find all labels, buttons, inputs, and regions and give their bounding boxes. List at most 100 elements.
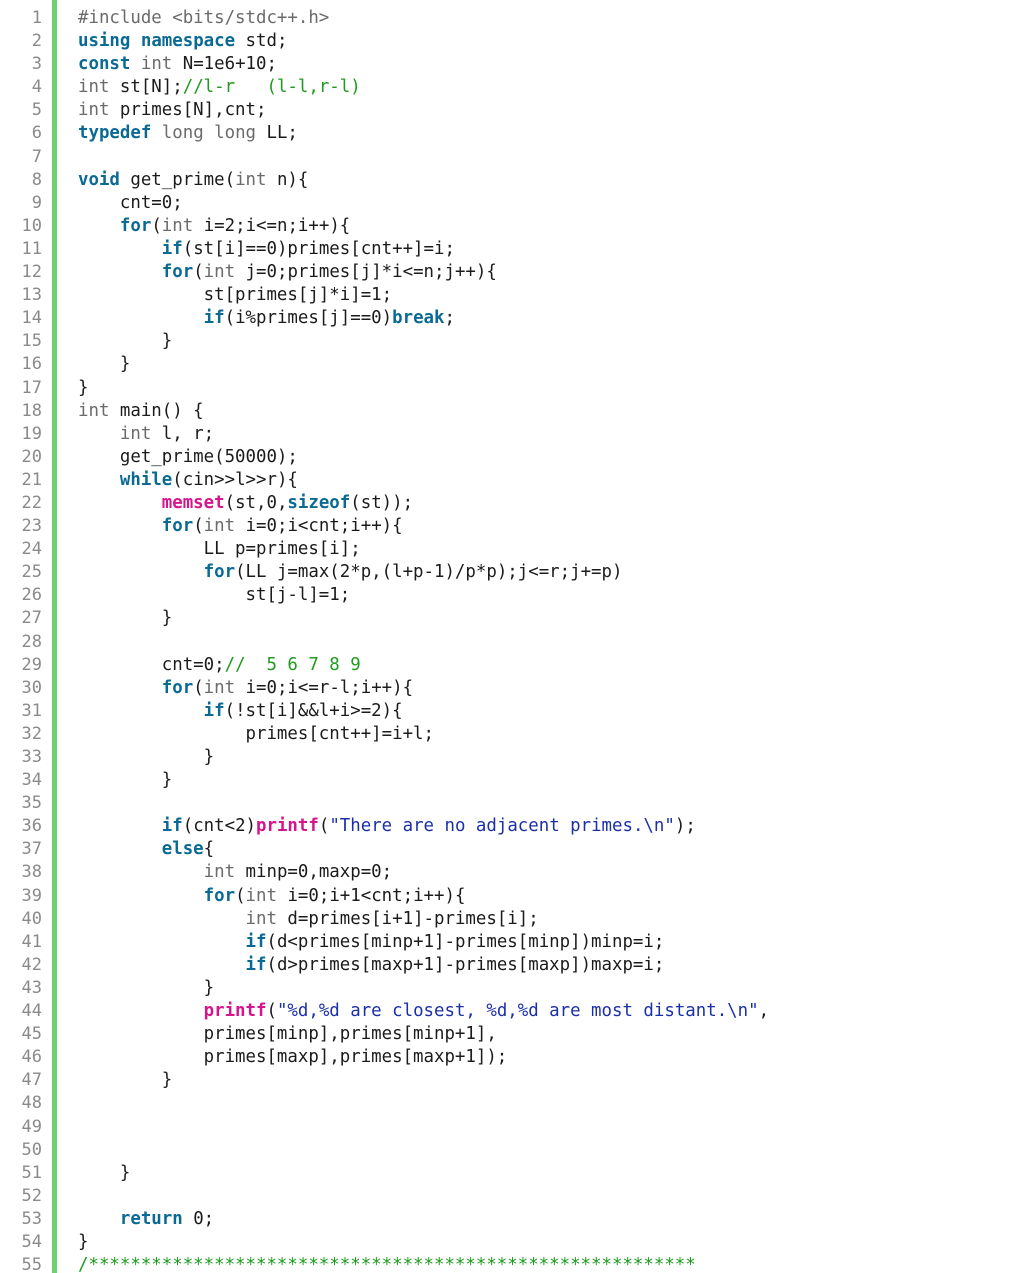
code-token: (st[i]==0)primes[cnt++]=i; <box>182 238 455 259</box>
code-line[interactable]: for(int i=0;i+1<cnt;i++){ <box>78 885 769 908</box>
code-token: } <box>78 1231 89 1252</box>
code-token: cnt=0; <box>78 654 225 675</box>
code-line[interactable]: int st[N];//l-r (l-l,r-l) <box>78 76 769 99</box>
code-line[interactable] <box>78 146 769 169</box>
code-token: printf <box>256 816 319 837</box>
code-line[interactable]: } <box>78 353 769 376</box>
line-number: 48 <box>21 1093 42 1114</box>
code-line[interactable]: for(int i=0;i<cnt;i++){ <box>78 515 769 538</box>
line-number: 22 <box>21 492 42 513</box>
code-token: } <box>78 1162 131 1183</box>
code-token: j=0;primes[j]*i<=n;j++){ <box>235 262 497 283</box>
code-line[interactable]: int d=primes[i+1]-primes[i]; <box>78 908 769 931</box>
code-token: if <box>161 238 183 259</box>
line-number: 41 <box>21 931 42 952</box>
code-line[interactable]: cnt=0;// 5 6 7 8 9 <box>78 654 769 677</box>
code-line[interactable]: for(int i=2;i<=n;i++){ <box>78 215 769 238</box>
code-line[interactable]: primes[minp],primes[minp+1], <box>78 1023 769 1046</box>
code-line[interactable]: else{ <box>78 838 769 861</box>
line-number: 42 <box>21 954 42 975</box>
line-number: 8 <box>31 169 42 190</box>
code-line[interactable]: const int N=1e6+10; <box>78 53 769 76</box>
code-token <box>78 424 120 444</box>
code-line[interactable]: } <box>78 330 769 353</box>
code-token <box>78 955 246 975</box>
code-line[interactable]: #include <bits/stdc++.h> <box>78 7 769 30</box>
code-line[interactable] <box>78 1139 769 1162</box>
code-line[interactable]: int primes[N],cnt; <box>78 99 769 122</box>
line-number: 6 <box>31 123 42 144</box>
code-line[interactable] <box>78 1185 769 1208</box>
code-line[interactable]: if(!st[i]&&l+i>=2){ <box>78 700 769 723</box>
code-line[interactable]: if(i%primes[j]==0)break; <box>78 307 769 330</box>
code-line[interactable]: get_prime(50000); <box>78 446 769 469</box>
code-token: minp=0,maxp=0; <box>235 862 393 883</box>
code-token: (i%primes[j]==0) <box>224 308 393 329</box>
code-line[interactable]: for(LL j=max(2*p,(l+p-1)/p*p);j<=r;j+=p) <box>78 561 769 584</box>
code-line[interactable]: int l, r; <box>78 423 769 446</box>
code-line[interactable]: cnt=0; <box>78 192 769 215</box>
code-line[interactable]: } <box>78 607 769 630</box>
code-area[interactable]: #include <bits/stdc++.h>using namespace … <box>78 7 769 1273</box>
code-line[interactable]: if(cnt<2)printf("There are no adjacent p… <box>78 815 769 838</box>
code-line[interactable]: } <box>78 746 769 769</box>
line-number: 29 <box>21 654 42 675</box>
code-token: i=0;i<cnt;i++){ <box>235 516 403 537</box>
code-token: int <box>161 215 194 236</box>
code-line[interactable]: if(st[i]==0)primes[cnt++]=i; <box>78 238 769 261</box>
code-line[interactable]: } <box>78 769 769 792</box>
code-token: N=1e6+10; <box>172 54 277 75</box>
code-line[interactable]: printf("%d,%d are closest, %d,%d are mos… <box>78 1000 769 1023</box>
code-line[interactable] <box>78 1092 769 1115</box>
code-token: ( <box>193 262 204 283</box>
code-line[interactable]: return 0; <box>78 1208 769 1231</box>
code-line[interactable]: while(cin>>l>>r){ <box>78 469 769 492</box>
code-line[interactable]: } <box>78 1069 769 1092</box>
code-line[interactable]: } <box>78 1231 769 1254</box>
code-line[interactable]: if(d<primes[minp+1]-primes[minp])minp=i; <box>78 931 769 954</box>
code-token: ( <box>235 885 246 906</box>
code-line[interactable]: void get_prime(int n){ <box>78 169 769 192</box>
code-token: memset <box>161 492 225 513</box>
code-line[interactable]: for(int j=0;primes[j]*i<=n;j++){ <box>78 261 769 284</box>
code-line[interactable]: /***************************************… <box>78 1254 769 1273</box>
code-token: l, r; <box>151 423 215 444</box>
code-line[interactable]: if(d>primes[maxp+1]-primes[maxp])maxp=i; <box>78 954 769 977</box>
code-token: for <box>161 262 194 283</box>
code-token: return <box>119 1208 183 1229</box>
code-line[interactable]: primes[maxp],primes[maxp+1]); <box>78 1046 769 1069</box>
code-line[interactable]: } <box>78 377 769 400</box>
code-line[interactable]: } <box>78 1162 769 1185</box>
code-line[interactable]: typedef long long LL; <box>78 122 769 145</box>
code-token: } <box>78 608 173 629</box>
code-line[interactable]: st[primes[j]*i]=1; <box>78 284 769 307</box>
code-token: primes[minp],primes[minp+1], <box>78 1024 497 1045</box>
code-line[interactable]: for(int i=0;i<=r-l;i++){ <box>78 677 769 700</box>
code-token: main() { <box>109 400 204 421</box>
code-line[interactable] <box>78 631 769 654</box>
code-token: primes[cnt++]=i+l; <box>78 723 434 744</box>
code-token: int <box>140 54 173 75</box>
code-token <box>78 1209 120 1229</box>
code-line[interactable]: primes[cnt++]=i+l; <box>78 723 769 746</box>
code-token: LL; <box>256 123 298 144</box>
code-line[interactable]: } <box>78 977 769 1000</box>
code-line[interactable]: int minp=0,maxp=0; <box>78 861 769 884</box>
code-line[interactable] <box>78 792 769 815</box>
line-number: 31 <box>21 700 42 721</box>
code-line[interactable]: LL p=primes[i]; <box>78 538 769 561</box>
code-line[interactable]: int main() { <box>78 400 769 423</box>
code-line[interactable] <box>78 1116 769 1139</box>
code-line[interactable]: using namespace std; <box>78 30 769 53</box>
code-token <box>151 123 161 143</box>
code-token: (st,0, <box>224 492 288 513</box>
code-token <box>130 31 140 51</box>
code-token: } <box>78 354 131 375</box>
code-line[interactable]: memset(st,0,sizeof(st)); <box>78 492 769 515</box>
line-number: 35 <box>21 793 42 814</box>
line-number: 39 <box>21 885 42 906</box>
code-token <box>78 216 120 236</box>
code-line[interactable]: st[j-l]=1; <box>78 584 769 607</box>
